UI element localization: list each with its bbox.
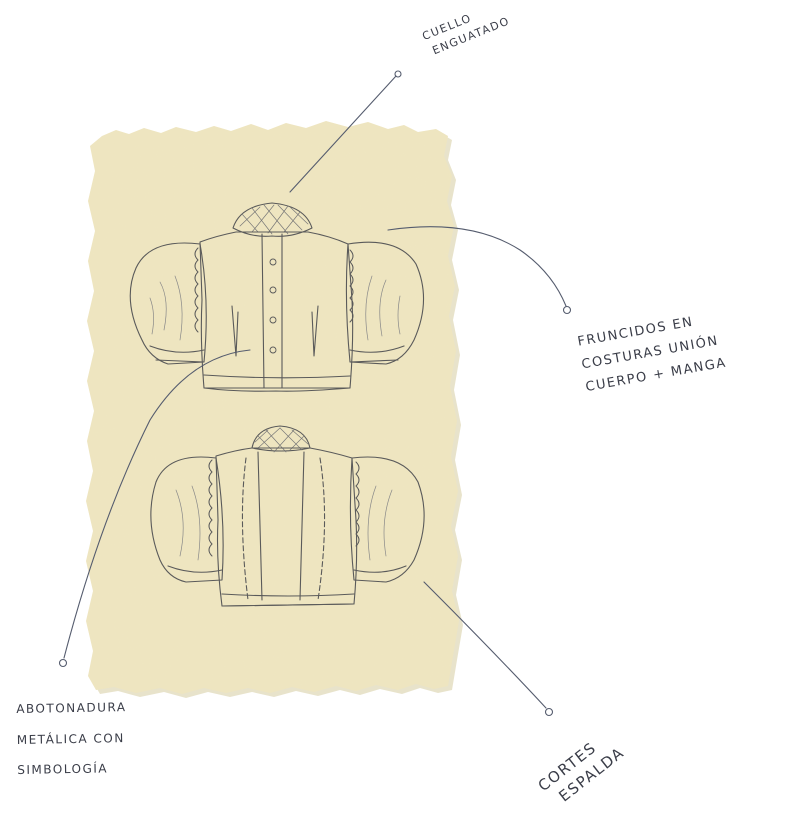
leader-buttons-end [60,660,67,667]
leader-back-cuts-end [546,709,553,716]
annotation-buttons-line-3: SIMBOLOGÍA [17,753,128,786]
annotation-buttons: ABOTONADURA METÁLICA CON SIMBOLOGÍA [16,692,128,786]
annotation-buttons-line-2: METÁLICA CON [17,723,128,756]
annotation-buttons-line-1: ABOTONADURA [16,692,127,725]
leader-gathers-end [564,307,571,314]
leader-collar-end [395,71,401,77]
torn-paper [86,121,463,698]
